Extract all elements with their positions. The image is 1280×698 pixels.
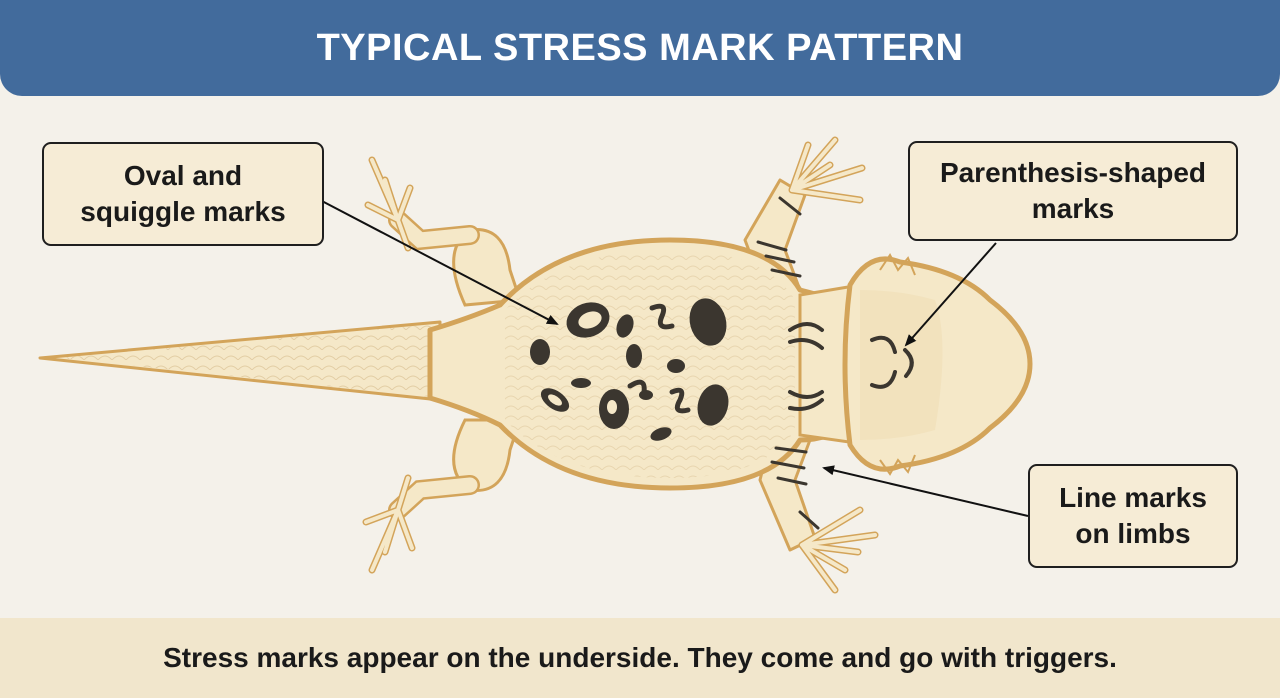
page-title: TYPICAL STRESS MARK PATTERN bbox=[316, 26, 964, 69]
callout-arrows bbox=[319, 199, 1029, 517]
title-banner: TYPICAL STRESS MARK PATTERN bbox=[0, 0, 1280, 96]
lizard-illustration bbox=[38, 136, 1033, 594]
caption-text: Stress marks appear on the underside. Th… bbox=[163, 642, 1117, 673]
lizard-diagram: Oval and squiggle marks Parenthesis-shap… bbox=[0, 96, 1280, 618]
parenthesis-marks bbox=[788, 322, 914, 411]
arrow-parenthesis-marks bbox=[904, 242, 997, 347]
caption-bar: Stress marks appear on the underside. Th… bbox=[0, 618, 1280, 698]
squiggle-strokes bbox=[627, 303, 691, 414]
callout-oval-squiggle: Oval and squiggle marks bbox=[42, 142, 324, 246]
callout-oval-line2: squiggle marks bbox=[80, 196, 286, 227]
callout-oval-line1: Oval and bbox=[123, 160, 243, 191]
back-right-leg bbox=[362, 418, 523, 574]
callout-limb-lines: Line marks on limbs bbox=[1028, 464, 1238, 568]
limb-line-marks bbox=[756, 196, 820, 530]
callout-parenthesis: Parenthesis-shaped marks bbox=[908, 141, 1238, 241]
oval-squiggle-marks bbox=[530, 298, 729, 441]
arrow-oval-marks bbox=[319, 199, 559, 325]
callout-limbs-line2: on limbs bbox=[1075, 518, 1191, 549]
callout-parenthesis-line2: marks bbox=[1031, 193, 1115, 224]
lizard-body bbox=[38, 136, 1033, 594]
back-left-leg bbox=[364, 156, 523, 307]
arrow-limb-marks bbox=[822, 465, 1029, 517]
callout-limbs-line1: Line marks bbox=[1059, 482, 1207, 513]
callout-parenthesis-line1: Parenthesis-shaped bbox=[939, 157, 1207, 188]
